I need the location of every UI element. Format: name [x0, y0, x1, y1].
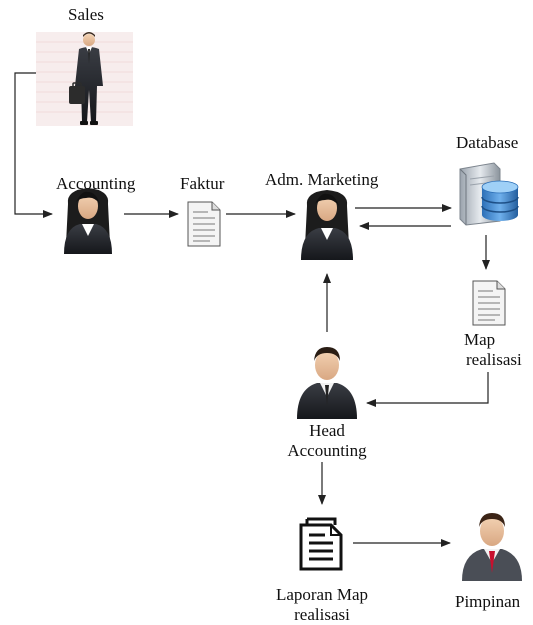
map-label-line1: Map — [464, 330, 496, 349]
database-server-icon — [459, 162, 519, 226]
male-manager-red-tie-icon — [462, 513, 522, 581]
male-manager-icon — [297, 347, 357, 419]
connectors — [14, 72, 490, 547]
arrow-sales-to-accounting — [14, 72, 53, 218]
female-employee-icon — [301, 190, 353, 260]
node-label-database: Database — [456, 133, 519, 152]
female-employee-icon — [64, 188, 112, 254]
map-label-line2: realisasi — [466, 350, 522, 369]
node-label-head-accounting: Head Accounting — [277, 421, 377, 461]
node-label-map-realisasi: Map realisasi — [460, 330, 530, 370]
document-icon — [187, 201, 221, 247]
report-documents-icon — [299, 517, 343, 571]
head-accounting-line1: Head — [309, 421, 345, 440]
node-label-adm-marketing: Adm. Marketing — [265, 170, 379, 189]
head-accounting-line2: Accounting — [287, 441, 367, 460]
node-label-laporan: Laporan Map realisasi — [264, 585, 380, 625]
laporan-line1: Laporan Map — [275, 585, 369, 604]
laporan-line2: realisasi — [294, 605, 350, 624]
node-label-sales: Sales — [68, 5, 104, 24]
arrow-map-to-head-accounting — [366, 372, 489, 407]
node-label-pimpinan: Pimpinan — [455, 592, 521, 611]
document-icon — [472, 280, 506, 326]
businessman-with-briefcase-icon — [36, 32, 133, 126]
node-label-faktur: Faktur — [180, 174, 225, 193]
node-label-accounting: Accounting — [56, 174, 136, 193]
